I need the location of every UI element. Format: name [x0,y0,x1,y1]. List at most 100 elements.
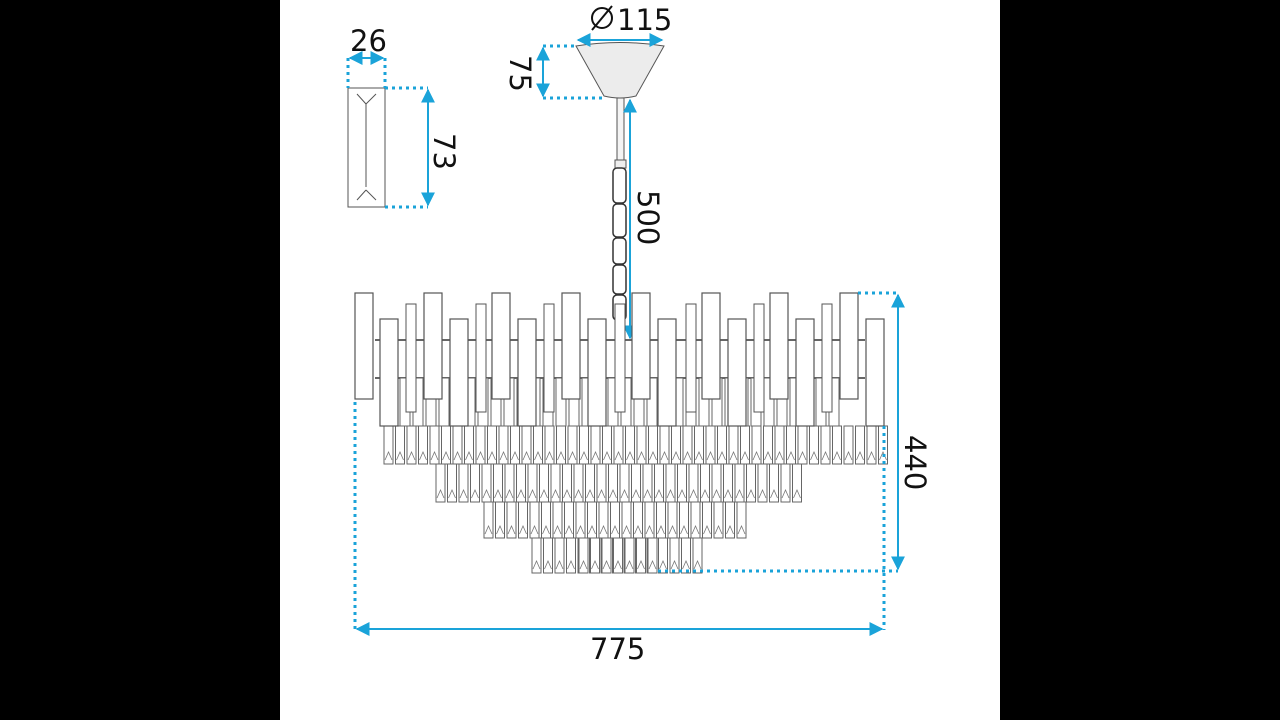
crystal-prism [624,537,635,574]
crystal-facet [691,525,700,535]
crystal-prism [418,425,428,465]
crystal-large [587,318,607,427]
crystal-facet [545,451,554,461]
crystal-facet [517,489,525,499]
crystal-facet [499,451,508,461]
crystal-large [517,318,537,427]
crystal-prism [855,425,865,465]
crystal-prism [832,425,842,465]
crystal-prism [518,501,528,539]
crystal-facet [670,560,679,570]
crystal-prism [763,425,773,465]
crystal-large [379,318,399,427]
crystal-facet [591,560,599,570]
crystal-facet [597,489,606,499]
crystal-prism [566,537,576,574]
suspension-rod-top [616,97,625,163]
suspension-rod-joint [614,159,627,169]
chain-link [612,237,627,265]
crystal-facet [591,451,600,461]
canopy-height-label: 75 [503,55,537,92]
crystal-dimension-lines [346,58,428,209]
crystal-facet [752,451,761,461]
crystal-facet [672,451,680,461]
crystal-prism [395,425,405,465]
crystal-facet [542,525,550,535]
crystal-prism [495,501,505,539]
crystal-facet [507,525,516,535]
crystal-prism [406,425,417,465]
overall-dimension-lines [353,291,898,630]
crystal-prism [510,425,520,465]
chain-link [612,167,627,204]
crystal-facet [844,451,853,461]
crystal-facet [530,525,539,535]
crystal-prism [769,463,779,503]
crystal-large [657,318,677,427]
crystal-facet [821,451,830,461]
crystal-prism [757,463,768,503]
crystal-width-label: 26 [350,24,387,58]
crystal-prism [636,425,647,465]
crystal-prism [705,425,716,465]
crystal-facet [655,489,663,499]
crystal-facet [637,451,646,461]
crystal-prism [578,537,589,574]
total-height-label: 440 [898,435,932,490]
crystal-facet [528,489,537,499]
crystal-facet [586,489,594,499]
crystal-facet [678,489,686,499]
crystal-facet [496,525,504,535]
crystal-large [865,318,885,427]
crystal-facet [833,451,841,461]
crystal-facet [810,451,818,461]
crystal-prism [441,425,451,465]
crystal-prism [736,501,747,539]
crystal-facet [735,489,744,499]
crystal-facet [532,560,541,570]
crystal-prism [601,537,612,574]
crystal-facet [614,451,623,461]
chain-link [612,203,627,238]
crystal-facet [867,451,876,461]
crystal-detail [347,87,386,208]
crystal-prism [556,425,566,465]
crystal-height-label: 73 [427,133,461,170]
crystal-facet [703,525,711,535]
crystal-facet [775,451,784,461]
crystal-facet [622,525,631,535]
rod-length-label: 500 [631,190,665,245]
canopy-diameter-label: 115 [617,3,672,37]
crystal-large [769,292,789,400]
crystal-prism [820,425,831,465]
crystal-facet [798,451,807,461]
crystal-facet [436,489,445,499]
crystal-facet [741,451,749,461]
crystal-facet [714,525,723,535]
crystal-facet [579,560,588,570]
crystal-facet [534,451,542,461]
crystal-facet [682,560,690,570]
crystal-facet [553,525,562,535]
crystal-facet [666,489,675,499]
crystal-facet [563,489,571,499]
crystal-facet [620,489,629,499]
crystal-rod [685,303,697,413]
crystal-prism [590,537,600,574]
crystal-prism [702,501,712,539]
crystal-prism [544,425,555,465]
crystal-prism [554,537,565,574]
crystal-facet [544,560,552,570]
crystal-facet [718,451,726,461]
crystal-prism [774,425,785,465]
crystal-prism [792,463,802,503]
crystal-facet [494,489,502,499]
crystal-prism [692,537,703,574]
crystal-facet [588,525,596,535]
crystal-facet [396,451,404,461]
crystal-prism [506,501,517,539]
crystal-facet [442,451,450,461]
crystal-facet [568,451,577,461]
crystal-facet [505,489,514,499]
